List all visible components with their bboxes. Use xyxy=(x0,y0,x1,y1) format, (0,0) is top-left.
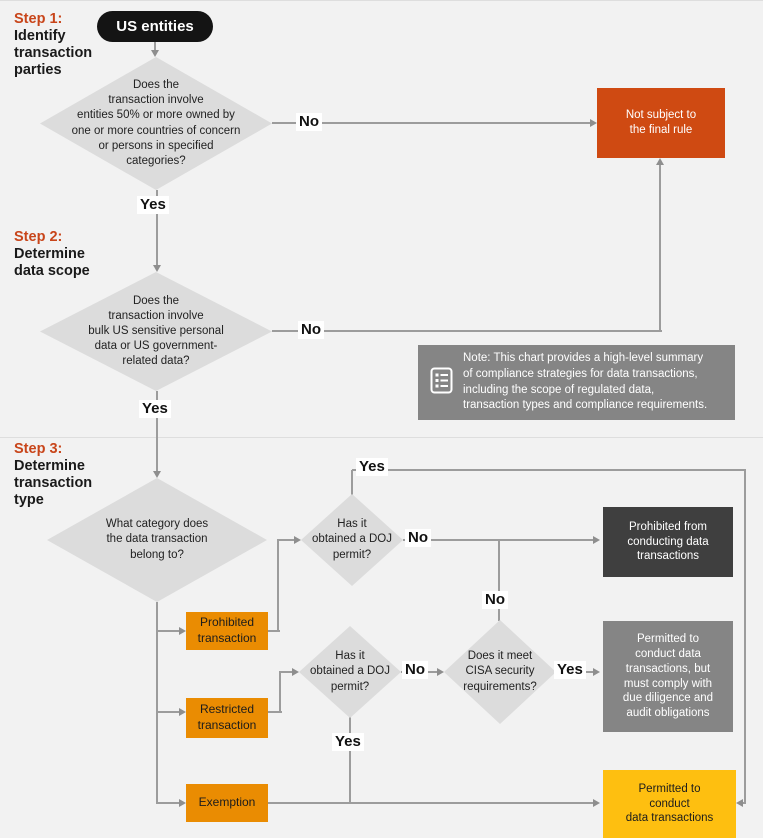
arrowhead-icon xyxy=(437,668,444,676)
edge-datascope-yes xyxy=(156,391,158,471)
arrowhead-icon xyxy=(179,627,186,635)
edge-label-yes-doj1: Yes xyxy=(356,458,388,476)
edge-into-doj1 xyxy=(278,539,296,541)
step-2-prefix: Step 2: xyxy=(14,229,63,245)
step-2-title: Determine data scope xyxy=(14,246,90,279)
edge-category-trunk xyxy=(156,602,158,804)
decision-datascope: Does the transaction involve bulk US sen… xyxy=(88,294,224,368)
category-prohibited-box: Prohibited transaction xyxy=(186,612,268,650)
decision-doj-permit-restricted: Has it obtained a DOJ permit? xyxy=(310,650,390,693)
list-icon xyxy=(430,367,453,399)
edge-into-doj2 xyxy=(280,671,294,673)
edge-to-exemption xyxy=(157,802,182,804)
edge-start-to-parties xyxy=(154,42,156,51)
step-3-title: Determine transaction type xyxy=(14,458,93,508)
outcome-permitted-conditional-box: Permitted to conduct data transactions, … xyxy=(603,621,733,732)
edge-parties-yes xyxy=(156,190,158,266)
step-1-heading: Step 1: Identify transaction parties xyxy=(14,11,126,79)
arrowhead-icon xyxy=(153,265,161,272)
step-3-heading: Step 3: Determine transaction type xyxy=(14,441,126,509)
step-1-title: Identify transaction parties xyxy=(14,28,93,78)
note-box: Note: This chart provides a high-level s… xyxy=(418,345,735,420)
edge-datascope-no-v xyxy=(659,164,661,332)
edge-restricted-up xyxy=(279,671,281,713)
edge-to-prohibited xyxy=(157,630,182,632)
edge-label-no-cisa: No xyxy=(482,591,508,609)
edge-to-restricted xyxy=(157,711,182,713)
edge-label-yes-cisa: Yes xyxy=(554,661,586,679)
step-divider-2 xyxy=(0,437,763,438)
arrowhead-icon xyxy=(294,536,301,544)
decision-doj-permit-prohibited: Has it obtained a DOJ permit? xyxy=(312,518,392,561)
edge-doj2-yes-down xyxy=(349,716,351,803)
edge-parties-no xyxy=(272,122,594,124)
arrowhead-icon xyxy=(179,799,186,807)
category-exemption-box: Exemption xyxy=(186,784,268,822)
edge-doj1-yes-up xyxy=(351,470,353,496)
edge-doj1-yes-top xyxy=(352,469,746,471)
category-restricted-box: Restricted transaction xyxy=(186,698,268,738)
arrowhead-icon xyxy=(593,536,600,544)
edge-into-permitted-right xyxy=(743,802,746,804)
decision-cisa: Does it meet CISA security requirements? xyxy=(463,650,537,693)
arrowhead-icon xyxy=(590,119,597,127)
edge-exemption-to-permitted xyxy=(268,802,597,804)
edge-label-yes-parties: Yes xyxy=(137,196,169,214)
edge-label-no-parties: No xyxy=(296,113,322,131)
outcome-permitted-box: Permitted to conduct data transactions xyxy=(603,770,736,838)
arrowhead-icon xyxy=(153,471,161,478)
arrowhead-icon xyxy=(151,50,159,57)
edge-datascope-no-h xyxy=(272,330,662,332)
edge-prohibited-up xyxy=(277,539,279,632)
edge-prohibited-out xyxy=(268,630,280,632)
arrowhead-icon xyxy=(593,799,600,807)
edge-label-no-datascope: No xyxy=(298,321,324,339)
edge-cisa-no-up xyxy=(498,540,500,621)
step-divider-1 xyxy=(0,0,763,1)
decision-parties: Does the transaction involve entities 50… xyxy=(71,78,241,167)
arrowhead-icon xyxy=(179,708,186,716)
step-3-prefix: Step 3: xyxy=(14,441,63,457)
outcome-prohibited-box: Prohibited from conducting data transact… xyxy=(603,507,733,577)
edge-label-no-doj1: No xyxy=(405,529,431,547)
edge-label-no-doj2: No xyxy=(402,661,428,679)
arrowhead-icon xyxy=(593,668,600,676)
edge-right-down xyxy=(744,470,746,803)
outcome-not-subject-box: Not subject to the final rule xyxy=(597,88,725,158)
note-text: Note: This chart provides a high-level s… xyxy=(463,352,708,412)
edge-label-yes-datascope: Yes xyxy=(139,400,171,418)
step-2-heading: Step 2: Determine data scope xyxy=(14,229,126,280)
edge-label-yes-doj2: Yes xyxy=(332,733,364,751)
arrowhead-icon xyxy=(656,158,664,165)
step-1-prefix: Step 1: xyxy=(14,11,63,27)
arrowhead-icon xyxy=(292,668,299,676)
start-node-us-entities: US entities xyxy=(97,11,213,42)
edge-restricted-out xyxy=(268,711,282,713)
arrowhead-icon xyxy=(736,799,743,807)
decision-category: What category does the data transaction … xyxy=(105,518,209,561)
